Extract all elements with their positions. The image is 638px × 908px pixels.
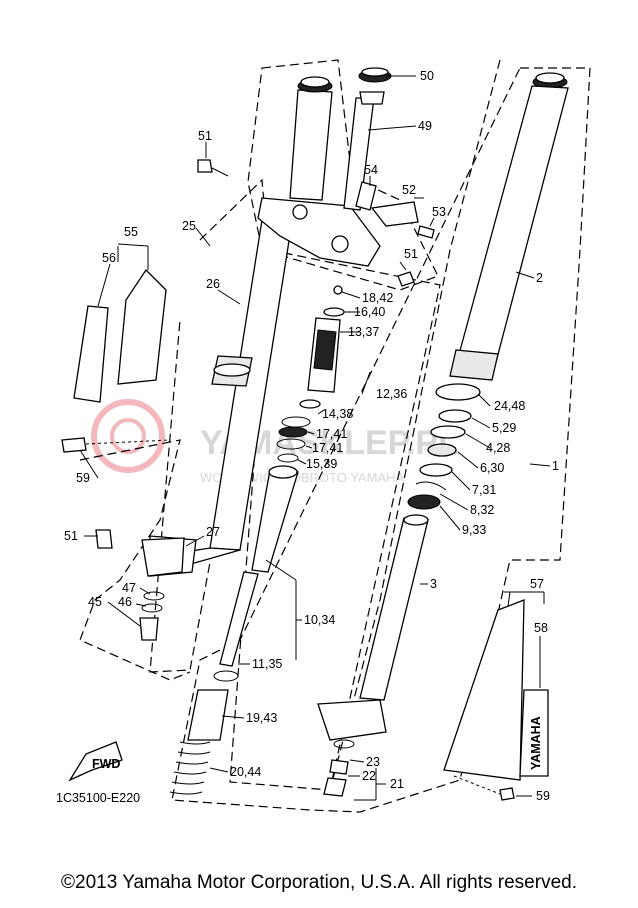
- right-inner-tube: [317, 514, 429, 797]
- guard-brand-text: YAMAHA: [529, 716, 543, 770]
- callout-15-39: 15,39: [306, 457, 337, 471]
- callout-59-b: 59: [536, 789, 550, 803]
- callout-14-38: 14,38: [322, 407, 353, 421]
- callout-19-43: 19,43: [246, 711, 277, 725]
- callout-6-30: 6,30: [480, 461, 504, 475]
- callout-4-28: 4,28: [486, 441, 510, 455]
- callout-17-41-b: 17,41: [312, 441, 343, 455]
- callout-23: 23: [366, 755, 380, 769]
- left-outer-tube: [149, 76, 333, 577]
- callout-27: 27: [206, 525, 220, 539]
- callout-57: 57: [530, 577, 544, 591]
- callout-16-40: 16,40: [354, 305, 385, 319]
- diagram-code: 1C35100-E220: [56, 791, 140, 805]
- callout-50: 50: [420, 69, 434, 83]
- seal-stack: [407, 383, 481, 510]
- callout-58: 58: [534, 621, 548, 635]
- copyright-footer: ©2013 Yamaha Motor Corporation, U.S.A. A…: [61, 872, 577, 893]
- callout-labels: 50 49 51 54 52 53 51 55 56 25 26 18,42 1…: [56, 69, 559, 805]
- callout-9-33: 9,33: [462, 523, 486, 537]
- callout-3: 3: [430, 577, 437, 591]
- callout-59: 59: [76, 471, 90, 485]
- callout-55: 55: [124, 225, 138, 239]
- callout-17-41: 17,41: [316, 427, 347, 441]
- fwd-arrow: FWD: [68, 741, 123, 782]
- callout-18-42: 18,42: [362, 291, 393, 305]
- triple-clamp: [197, 67, 435, 287]
- callout-1: 1: [552, 459, 559, 473]
- callout-54: 54: [364, 163, 378, 177]
- callout-56: 56: [102, 251, 116, 265]
- callout-26: 26: [206, 277, 220, 291]
- callout-22: 22: [362, 769, 376, 783]
- callout-51-b: 51: [404, 247, 418, 261]
- callout-21: 21: [390, 777, 404, 791]
- callout-2: 2: [536, 271, 543, 285]
- callout-8-32: 8,32: [470, 503, 494, 517]
- callout-11-35: 11,35: [252, 657, 282, 671]
- fwd-label: FWD: [92, 757, 120, 771]
- callout-5-29: 5,29: [492, 421, 516, 435]
- callout-12-36: 12,36: [376, 387, 407, 401]
- callout-25: 25: [182, 219, 196, 233]
- callout-46: 46: [118, 595, 132, 609]
- callout-45: 45: [88, 595, 102, 609]
- leader-lines: [79, 75, 551, 801]
- callout-7-31: 7,31: [472, 483, 496, 497]
- watermark-logo: [91, 399, 165, 473]
- right-fork-guard: YAMAHA: [443, 599, 549, 801]
- callout-10-34: 10,34: [304, 613, 335, 627]
- fork-exploded-diagram: YAMASKLEP.PL WOJTOWICZ I OBROTO YAMAHA: [56, 59, 591, 813]
- axle-clamp: [95, 529, 185, 641]
- callout-24-48: 24,48: [494, 399, 525, 413]
- callout-49: 49: [418, 119, 432, 133]
- callout-51-c: 51: [64, 529, 78, 543]
- right-outer-tube: [449, 72, 569, 381]
- callout-20-44: 20,44: [230, 765, 261, 779]
- callout-51: 51: [198, 129, 212, 143]
- left-fork-guard: [61, 268, 171, 453]
- callout-47: 47: [122, 581, 136, 595]
- damper-cartridge: [169, 285, 345, 795]
- callout-13-37: 13,37: [348, 325, 379, 339]
- callout-53: 53: [432, 205, 446, 219]
- callout-52: 52: [402, 183, 416, 197]
